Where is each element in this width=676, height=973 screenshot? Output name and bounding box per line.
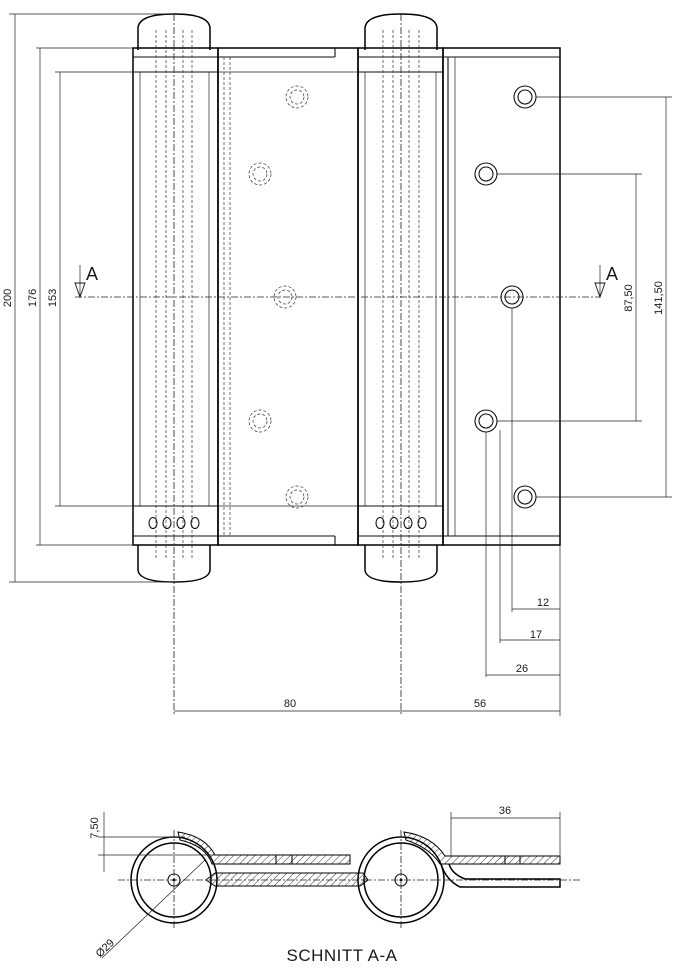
- section-view: 36 7,50 Ø29 SCHNITT A-A: [89, 805, 580, 965]
- right-adjust-holes: [375, 516, 427, 530]
- middle-leaf: [217, 47, 359, 546]
- dim-offset-17: 17: [530, 629, 542, 641]
- dimensions-front: 200 176 153 141,50 87,50 12 17: [2, 13, 672, 716]
- dim-offset-26: 26: [516, 663, 528, 675]
- dim-height-176: 176: [27, 289, 39, 307]
- front-view: A A: [74, 13, 618, 716]
- section-line: A A: [74, 264, 618, 299]
- dim-offset-12: 12: [537, 597, 549, 609]
- dim-height-total: 200: [2, 289, 14, 307]
- section-mark-right: A: [606, 264, 618, 284]
- dim-section-leaf: 36: [499, 805, 511, 817]
- left-barrel: [132, 13, 219, 583]
- dim-section-offset: 7,50: [89, 817, 101, 838]
- dim-hole-pitch-inner: 87,50: [623, 284, 635, 312]
- dim-hole-pitch-outer: 141,50: [653, 281, 665, 315]
- right-barrel: [357, 13, 444, 583]
- dim-leaf-width: 56: [474, 698, 486, 710]
- dim-axis-distance: 80: [284, 698, 296, 710]
- section-title: SCHNITT A-A: [287, 946, 398, 965]
- dim-height-153: 153: [47, 289, 59, 307]
- section-mark-left: A: [86, 264, 98, 284]
- svg-text:Ø29: Ø29: [94, 937, 117, 960]
- right-leaf: [442, 47, 561, 546]
- left-adjust-holes: [148, 516, 200, 530]
